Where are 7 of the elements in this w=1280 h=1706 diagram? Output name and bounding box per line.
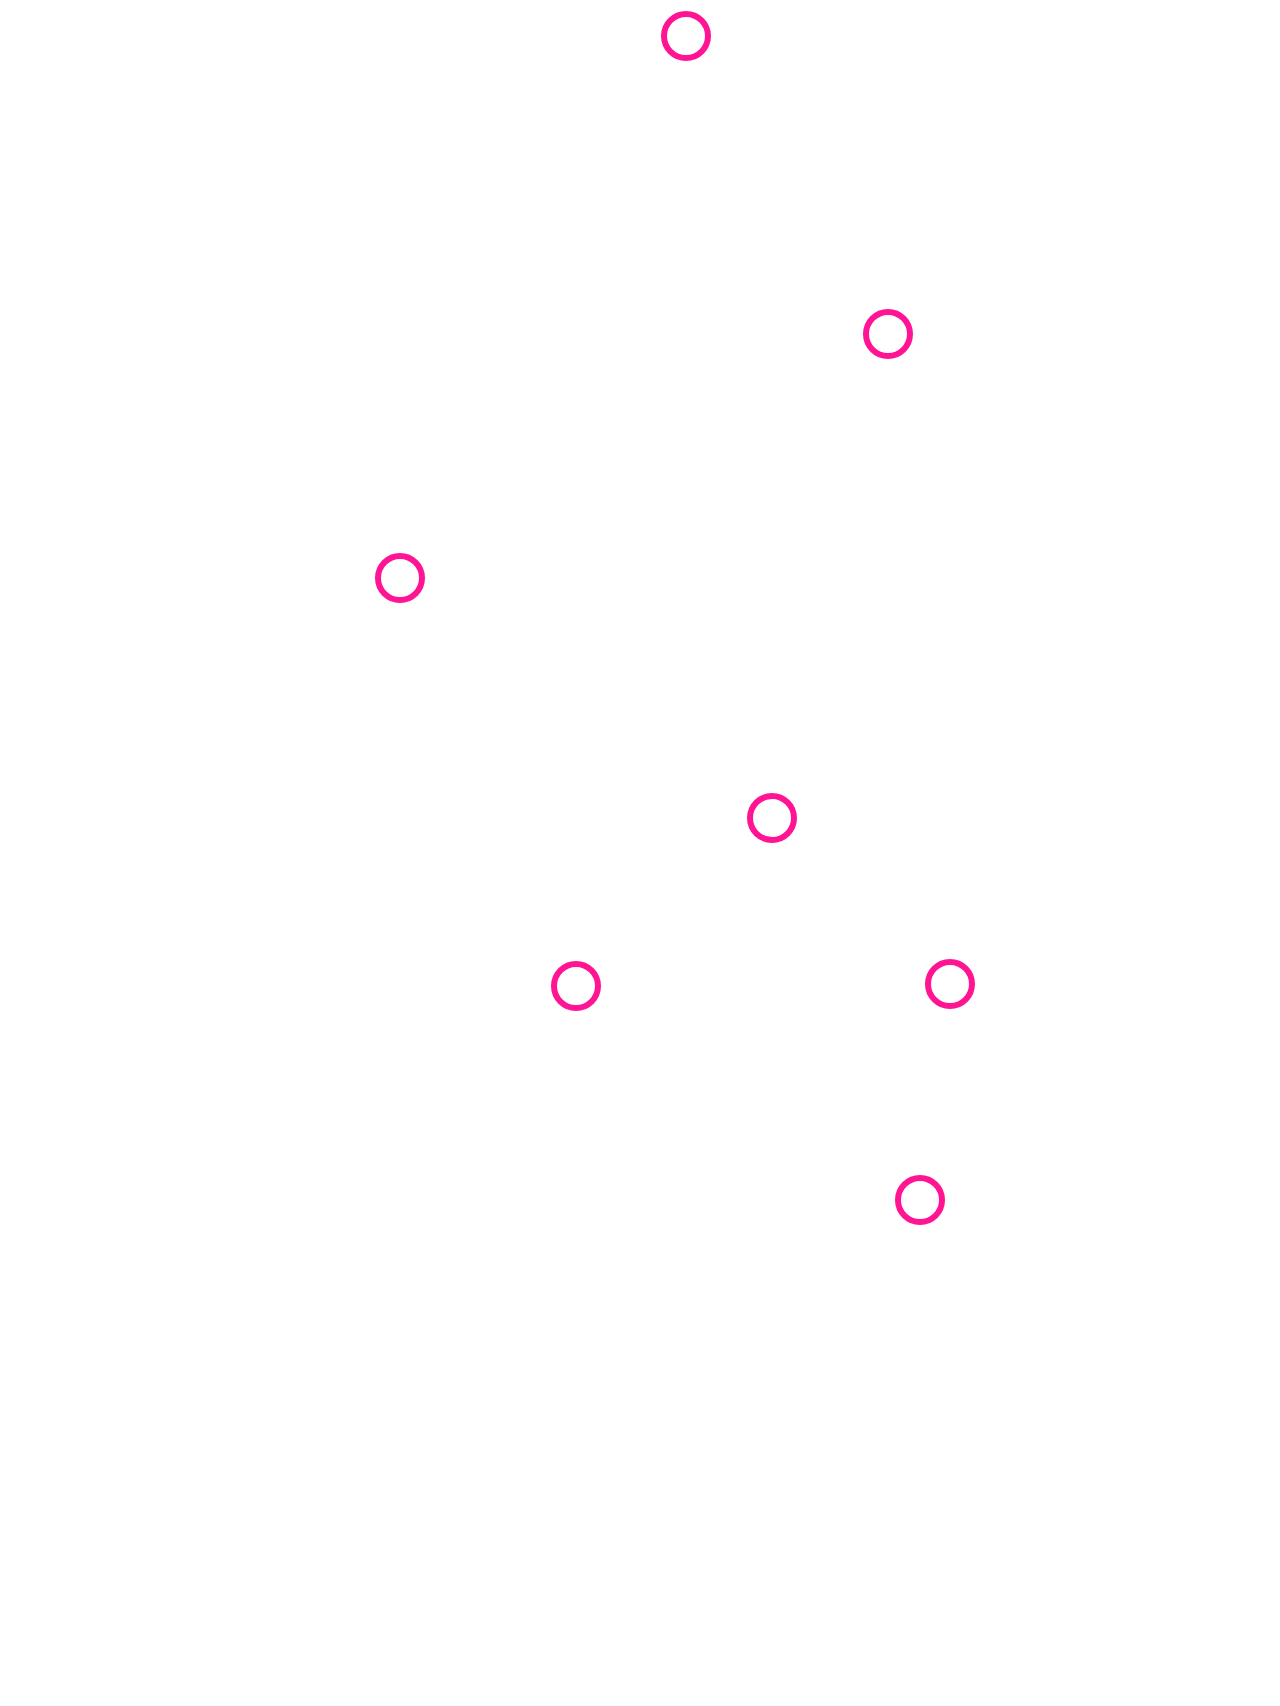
ring-marker <box>746 792 798 844</box>
ring-marker <box>660 10 712 62</box>
ring-marker <box>862 308 914 360</box>
ring-marker <box>550 960 602 1012</box>
ring-marker <box>894 1174 946 1226</box>
ring-marker <box>374 552 426 604</box>
ring-marker <box>924 958 976 1010</box>
